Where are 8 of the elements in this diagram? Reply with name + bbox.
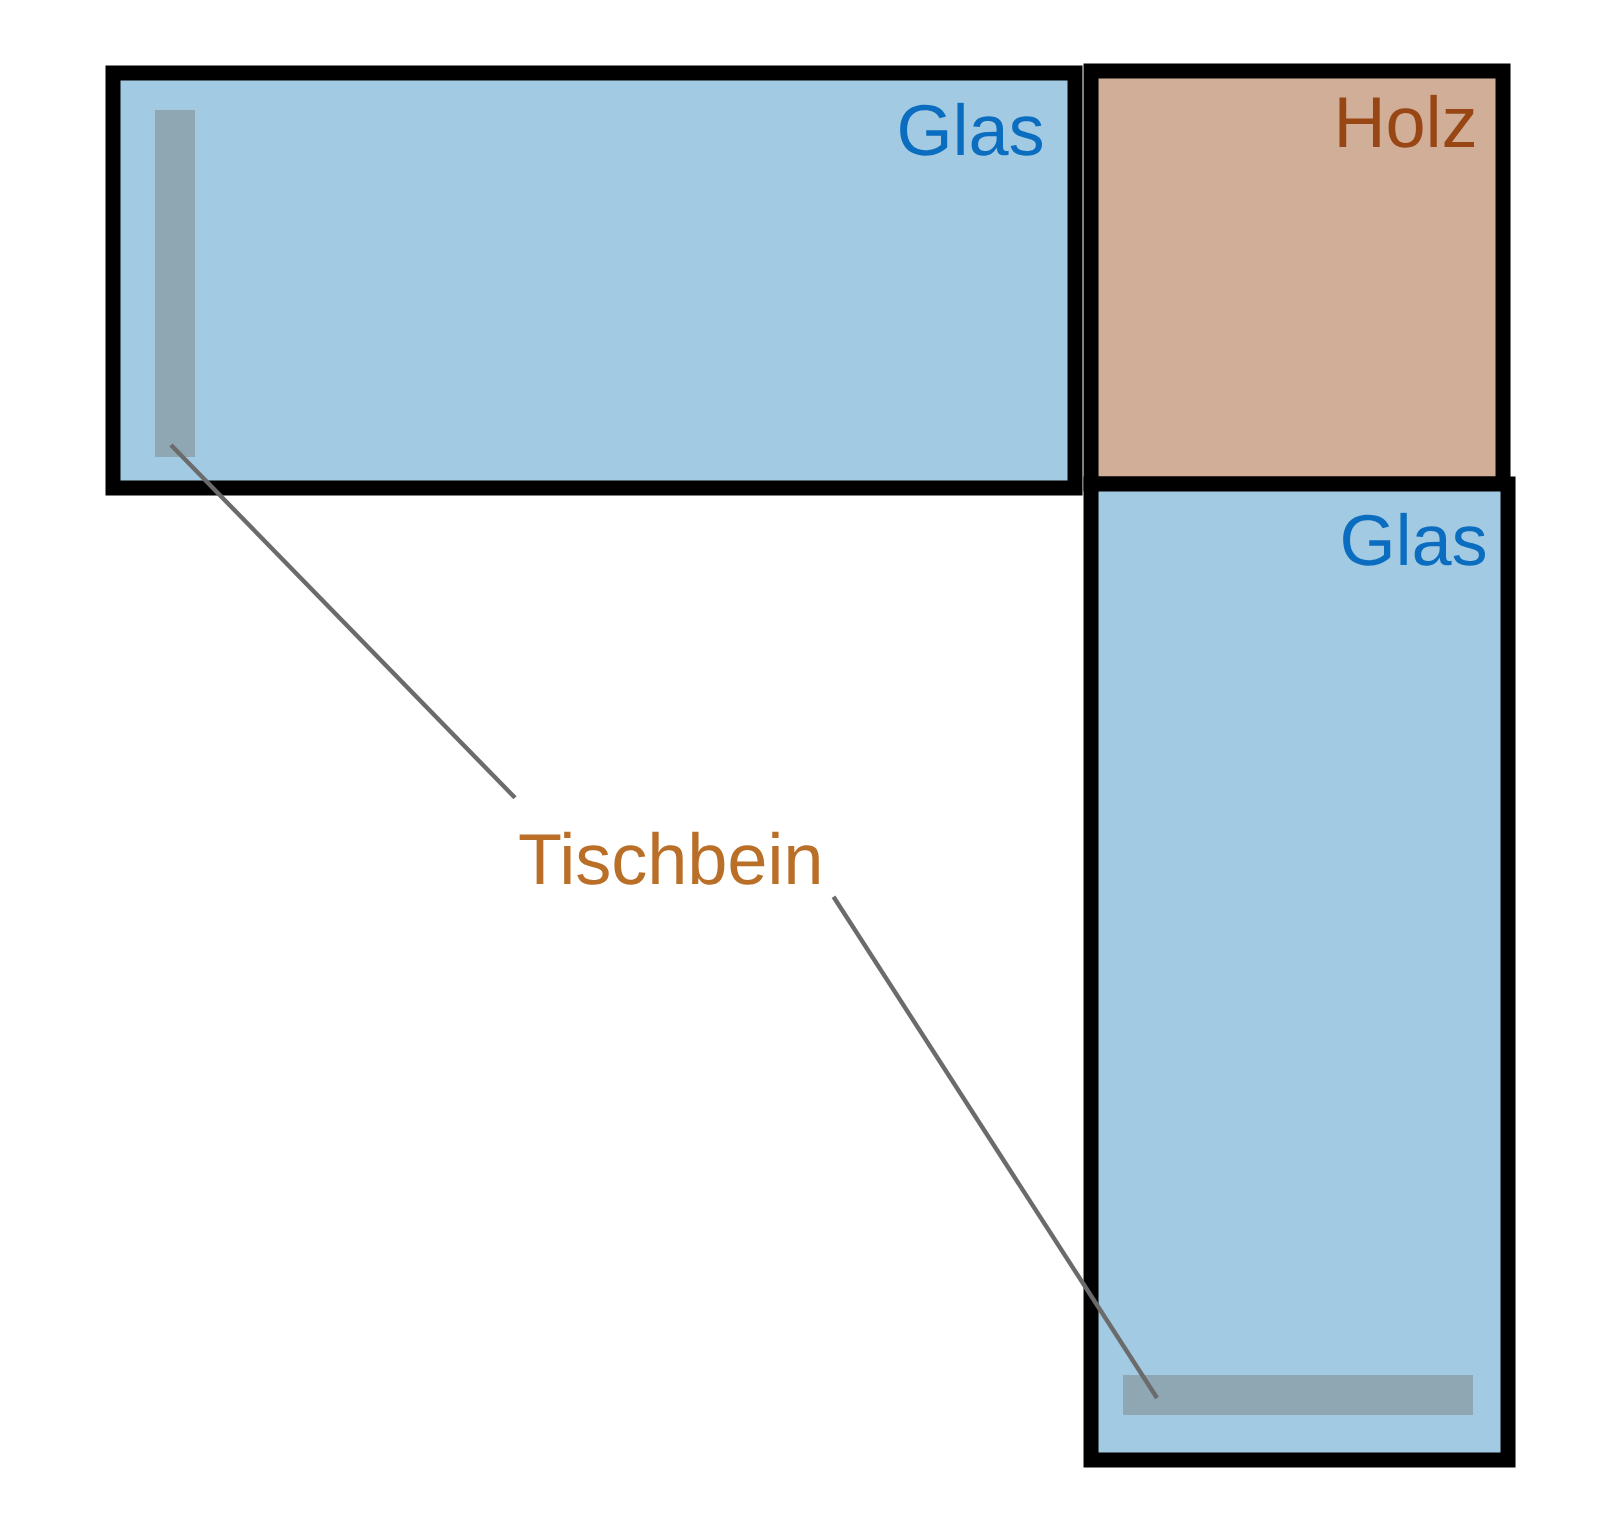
leader-line xyxy=(169,443,517,800)
callout-label: Tischbein xyxy=(519,831,819,885)
panel: Glas xyxy=(1083,476,1516,1468)
leader-line xyxy=(831,895,1159,1400)
panel: Glas xyxy=(105,65,1083,496)
table-leg xyxy=(1123,1375,1474,1415)
table-leg xyxy=(155,110,195,457)
panel: Holz xyxy=(1083,63,1511,492)
